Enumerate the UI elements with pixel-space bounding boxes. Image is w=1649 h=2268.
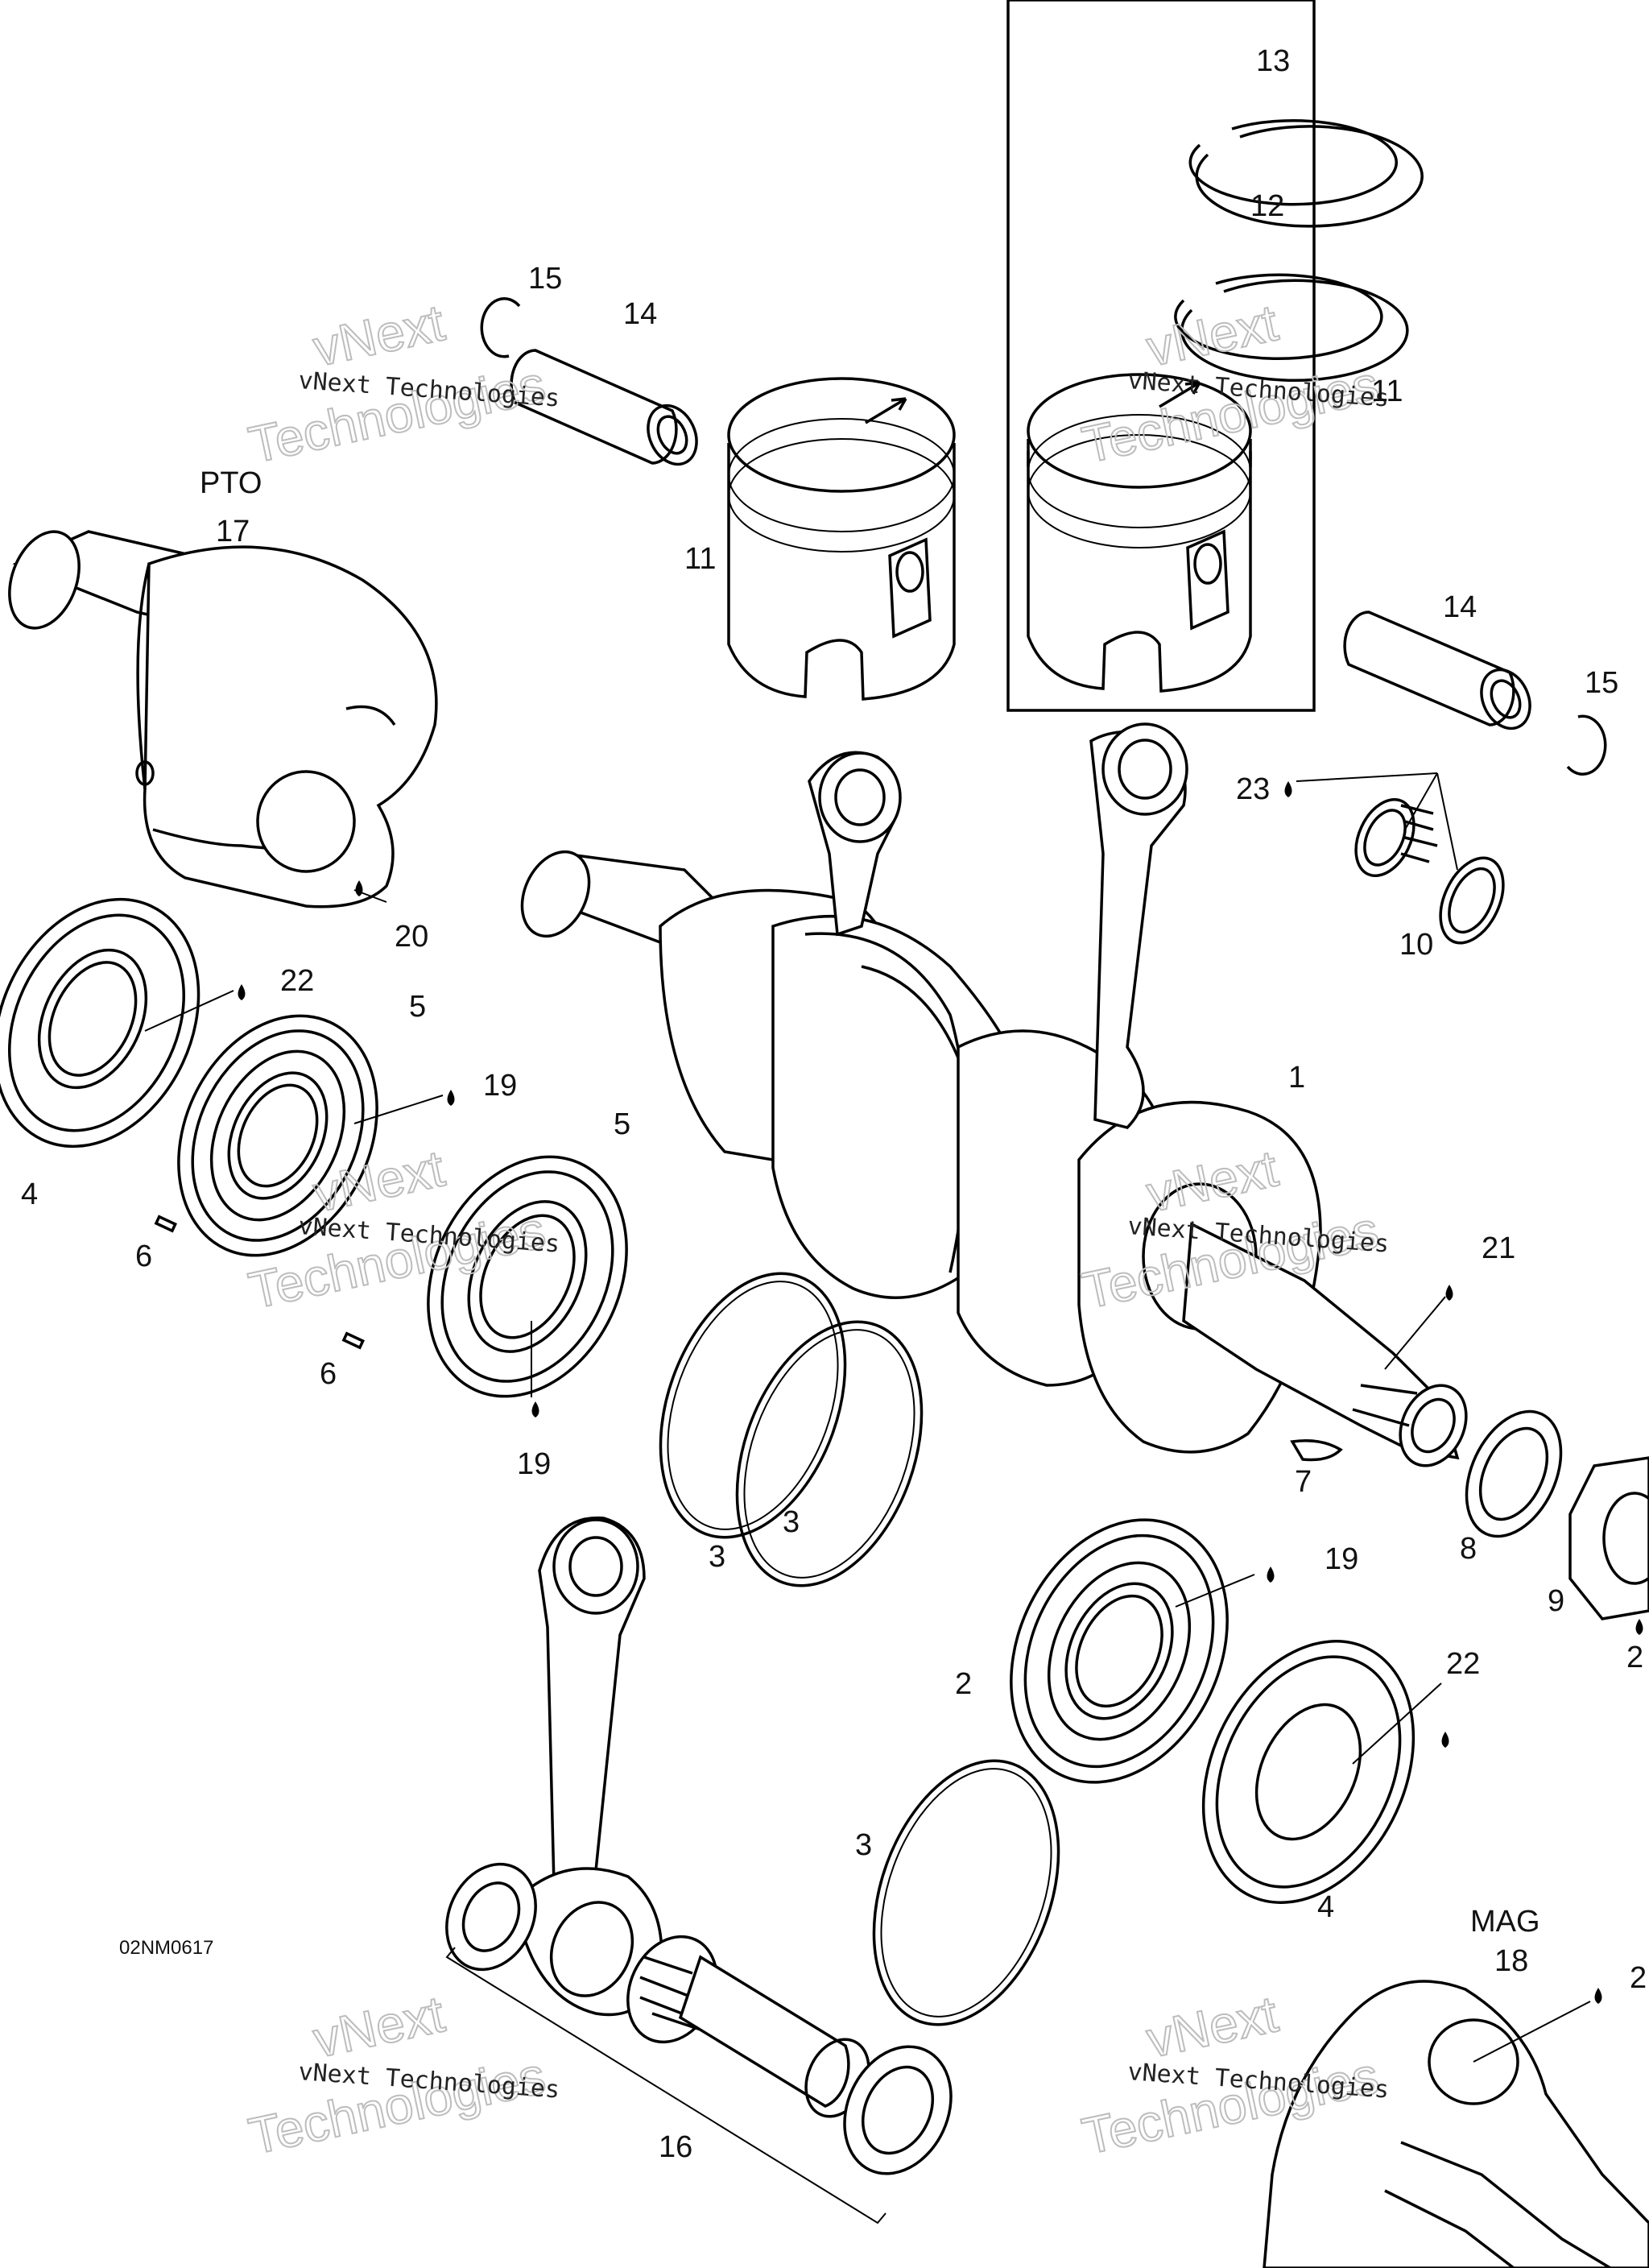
- mag-half-crankshaft-18: [1263, 1980, 1649, 2268]
- callout-19-upper: 19: [483, 1069, 517, 1103]
- o-ring-3-c: [872, 1759, 1060, 2026]
- callout-12: 12: [1250, 189, 1284, 223]
- callout-4-right: 4: [1317, 1890, 1334, 1924]
- drop-icon-19c: [1267, 1566, 1275, 1583]
- ball-bearing-2: [1010, 1518, 1229, 1784]
- drop-icon-19b: [531, 1401, 539, 1418]
- connecting-rod-kit-16: [445, 1516, 953, 2225]
- callout-23: 23: [1236, 772, 1270, 806]
- lock-washer-8: [1465, 1409, 1563, 1538]
- callout-5-upper: 5: [409, 990, 426, 1024]
- o-ring-3-b: [735, 1320, 924, 1587]
- drawing-code: 02NM0617: [119, 1937, 213, 1959]
- piston-ring-13: [1188, 119, 1424, 228]
- crankshaft-assembly-1: [520, 850, 1468, 1467]
- piston-pin-14-upper: [510, 349, 698, 466]
- callout-8: 8: [1460, 1532, 1477, 1566]
- piston-pin-14-lower: [1343, 610, 1531, 730]
- drop-icon-20: [355, 880, 363, 896]
- callout-13: 13: [1256, 44, 1290, 78]
- callout-22-lower: 22: [1446, 1647, 1480, 1681]
- oil-seal-4-left: [0, 897, 200, 1148]
- callout-16: 16: [659, 2130, 692, 2164]
- callout-1: 1: [1288, 1061, 1305, 1095]
- piston-11: [727, 377, 956, 701]
- piston-kit-piston: [1027, 373, 1252, 693]
- connecting-rod-on-crank-right: [1089, 722, 1188, 1129]
- drop-icon-edge-a: [1635, 1619, 1643, 1635]
- svg-text:vNext: vNext: [1142, 1984, 1283, 2068]
- callout-3-a: 3: [709, 1540, 725, 1574]
- oil-seal-4-right: [1201, 1640, 1415, 1904]
- svg-text:vNext: vNext: [308, 1984, 449, 2068]
- callout-17: 17: [216, 515, 250, 548]
- callout-10: 10: [1399, 928, 1433, 962]
- callout-3-b: 3: [783, 1505, 800, 1539]
- pto-label: PTO: [200, 466, 262, 500]
- piston-ring-12: [1174, 273, 1409, 383]
- woodruff-key-7: [1290, 1439, 1343, 1462]
- lubricant-drops: [238, 781, 1643, 2004]
- callout-21: 21: [1482, 1231, 1515, 1265]
- callout-6-upper: 6: [135, 1240, 152, 1273]
- connecting-rod-on-crank-left: [808, 751, 902, 937]
- o-ring-3-a-inner: [667, 1281, 839, 1530]
- circlip-15-lower: [1566, 714, 1607, 776]
- callout-11-left: 11: [684, 542, 716, 576]
- callout-19-center: 19: [517, 1447, 551, 1481]
- callout-3-c: 3: [855, 1828, 872, 1862]
- watermark-bottom-left: vNext Technologies vNext Technologies: [243, 1984, 560, 2166]
- callout-15-upper: 15: [528, 262, 562, 296]
- svg-text:vNext: vNext: [308, 293, 449, 377]
- callout-2-edge-upper: 2: [1626, 1641, 1643, 1674]
- mag-label: MAG: [1470, 1905, 1540, 1939]
- watermark-top-left: vNext Technologies vNext Technologies: [243, 292, 560, 474]
- needle-bearing-10: [1354, 797, 1505, 945]
- callout-labels: 13 12 15 14 11 PTO 17 11 14 15 23 20 10 …: [21, 44, 1647, 2164]
- nut-9: [1568, 1456, 1649, 1620]
- callout-14-lower: 14: [1443, 590, 1477, 624]
- svg-text:vNext: vNext: [1142, 293, 1283, 377]
- callout-19-lower: 19: [1325, 1542, 1358, 1576]
- o-ring-3-b-inner: [743, 1329, 915, 1579]
- drop-icon-19a: [447, 1090, 455, 1106]
- pto-half-crankshaft-17: [8, 530, 438, 908]
- callout-11-right: 11: [1371, 375, 1403, 408]
- callout-7: 7: [1295, 1465, 1312, 1499]
- o-ring-3-a: [659, 1272, 847, 1539]
- callout-2: 2: [955, 1667, 972, 1701]
- callout-6-lower: 6: [320, 1357, 337, 1391]
- drop-icon-22b: [1441, 1732, 1449, 1748]
- o-ring-3-c-inner: [880, 1768, 1052, 2018]
- drop-icon-23: [1284, 781, 1292, 797]
- ball-bearing-5-center: [427, 1155, 628, 1398]
- dowel-pin-6-upper: [154, 1215, 177, 1233]
- callout-15-lower: 15: [1585, 666, 1618, 700]
- drop-icon-edge-b: [1594, 1988, 1602, 2004]
- dowel-pin-6-lower: [341, 1331, 365, 1350]
- ball-bearing-5-left: [177, 1014, 378, 1257]
- callout-2-edge-lower: 2: [1630, 1961, 1647, 1995]
- callout-14-upper: 14: [623, 297, 657, 331]
- callout-18: 18: [1494, 1944, 1528, 1978]
- circlip-15-upper: [480, 297, 521, 358]
- callout-5-center: 5: [614, 1107, 630, 1141]
- drop-icon-21: [1445, 1285, 1453, 1301]
- drop-icon-22a: [238, 984, 246, 1000]
- callout-4-left: 4: [21, 1177, 38, 1211]
- callout-9: 9: [1548, 1584, 1564, 1618]
- callout-22-upper: 22: [280, 964, 314, 998]
- callout-20: 20: [395, 920, 428, 954]
